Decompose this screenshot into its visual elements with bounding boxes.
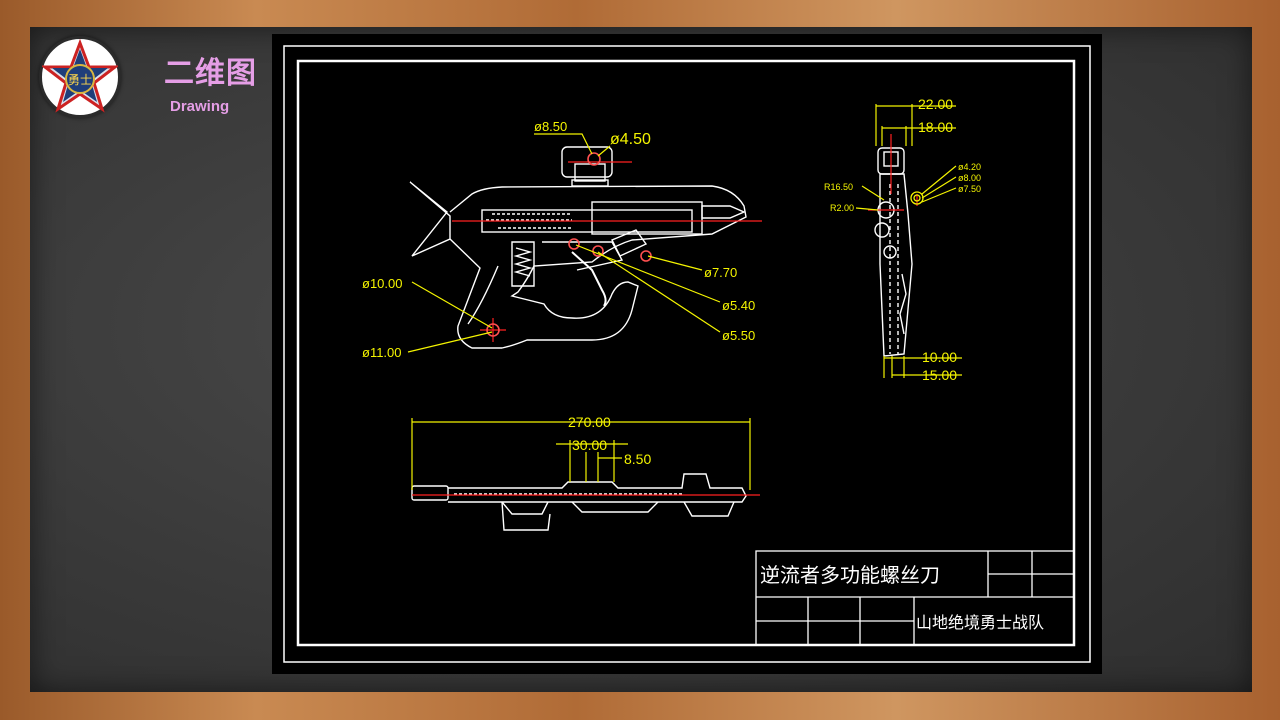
top-view [411,473,747,531]
page-title: 二维图 [164,56,257,91]
title-block-team: 山地绝境勇士战队 [916,613,1044,632]
dim-r1: R16.50 [824,182,853,192]
dim-h2: ø8.00 [958,173,981,183]
dim-d7: ø11.00 [362,345,402,360]
cad-sheet: ø8.50 ø4.50 ø7.70 ø5.40 ø5.50 ø10.00 ø11… [283,45,1091,663]
dim-d3: ø7.70 [704,265,737,280]
dim-b1: 10.00 [922,349,957,365]
dim-len: 270.00 [568,414,611,430]
side-dimension-lines [855,104,962,378]
dim-r2: R2.00 [830,203,854,213]
dim-h3: ø7.50 [958,184,981,194]
dim-h1: ø4.20 [958,162,981,172]
side-labels: 22.00 18.00 ø4.20 ø8.00 ø7.50 R16.50 R2.… [824,96,981,383]
dim-w1: 22.00 [918,96,953,112]
title-block [755,550,1075,646]
dim-d4: ø5.40 [722,298,755,313]
dim-d5: ø5.50 [722,328,755,343]
dim-w2: 18.00 [918,119,953,135]
front-leaders [407,133,721,353]
outer-border [283,45,1091,663]
dim-d2: ø4.50 [610,131,651,148]
title-block-text: 逆流者多功能螺丝刀 山地绝境勇士战队 [760,564,1044,632]
side-centerlines [868,134,918,211]
dim-b2: 15.00 [922,367,957,383]
logo-text: 勇士 [68,73,92,87]
top-dimension-lines [411,418,751,490]
front-labels: ø8.50 ø4.50 ø7.70 ø5.40 ø5.50 ø10.00 ø11… [362,119,755,360]
front-holes [486,152,652,337]
dim-s: 8.50 [624,451,651,467]
dim-w: 30.00 [572,437,607,453]
side-view [874,147,913,357]
cad-drawing: ø8.50 ø4.50 ø7.70 ø5.40 ø5.50 ø10.00 ø11… [272,34,1102,674]
dim-d6: ø10.00 [362,276,402,291]
title-block-name: 逆流者多功能螺丝刀 [760,564,940,587]
page-subtitle: Drawing [170,98,230,115]
dim-d1: ø8.50 [534,119,567,134]
top-labels: 270.00 30.00 8.50 [568,414,651,467]
star-emblem-icon: 勇士 [40,38,120,113]
inner-border [296,59,1076,647]
team-logo: 勇士 [39,36,121,118]
